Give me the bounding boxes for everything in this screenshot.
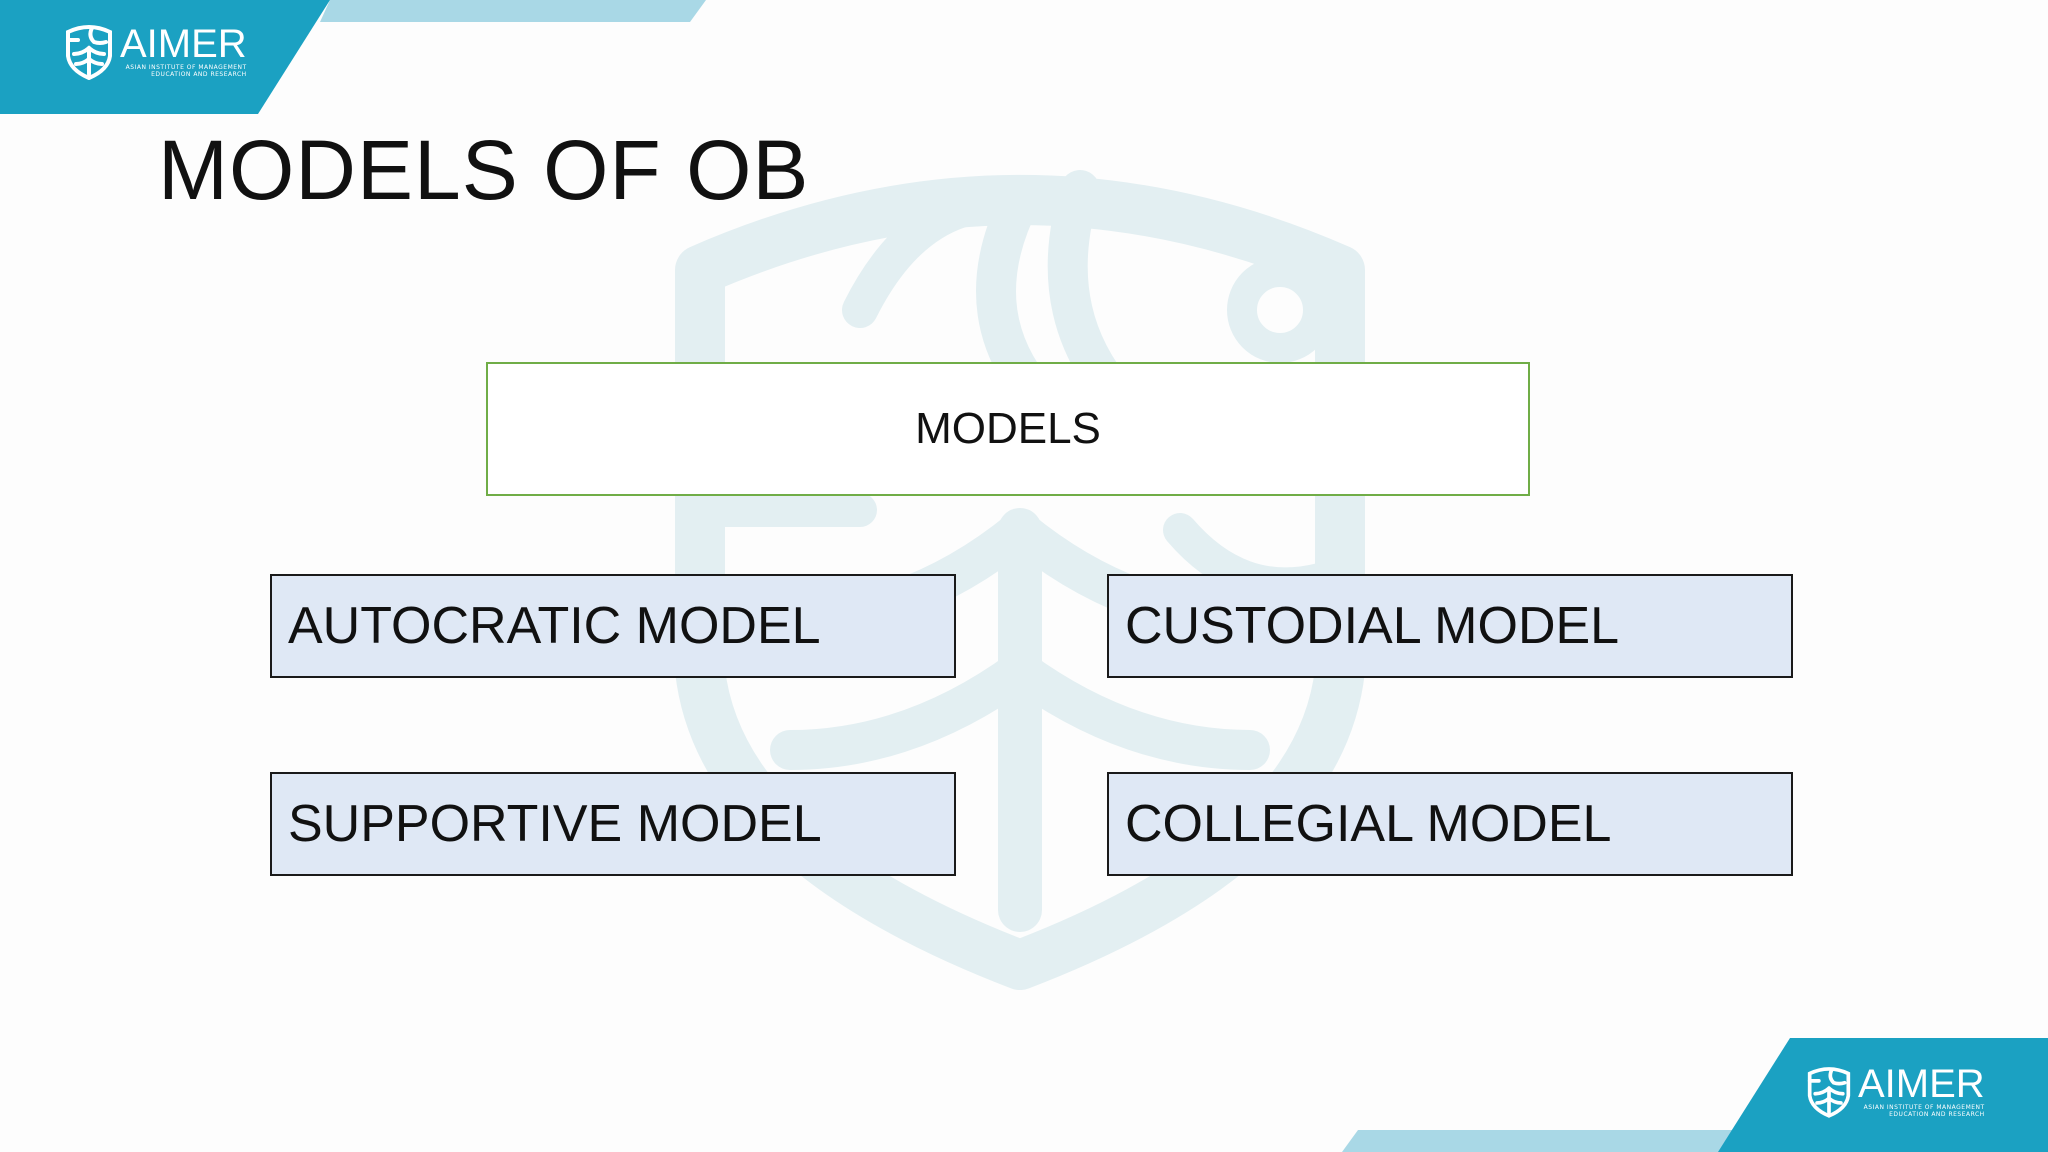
brand-name: AIMER [1858,1062,1985,1106]
brand-subtitle-line2: EDUCATION AND RESEARCH [151,71,247,78]
shield-logo-icon [66,25,112,80]
shield-logo-icon [1807,1067,1851,1118]
brand-subtitle-line1: ASIAN INSTITUTE OF MANAGEMENT [1863,1104,1985,1111]
corner-band-bottom-right [1342,1038,2048,1152]
diagram-node-supportive: SUPPORTIVE MODEL [270,772,956,876]
diagram-root-node: MODELS [486,362,1530,496]
diagram-node-custodial: CUSTODIAL MODEL [1107,574,1793,678]
aimer-logo-top: AIMER ASIAN INSTITUTE OF MANAGEMENT EDUC… [64,22,247,80]
brand-subtitle-line1: ASIAN INSTITUTE OF MANAGEMENT [125,64,247,71]
slide-title: MODELS OF OB [158,123,810,217]
brand-subtitle-line2: EDUCATION AND RESEARCH [1889,1111,1985,1118]
aimer-logo-bottom: AIMER ASIAN INSTITUTE OF MANAGEMENT EDUC… [1806,1064,1985,1118]
diagram-node-autocratic: AUTOCRATIC MODEL [270,574,956,678]
brand-name: AIMER [120,22,247,66]
diagram-node-collegial: COLLEGIAL MODEL [1107,772,1793,876]
